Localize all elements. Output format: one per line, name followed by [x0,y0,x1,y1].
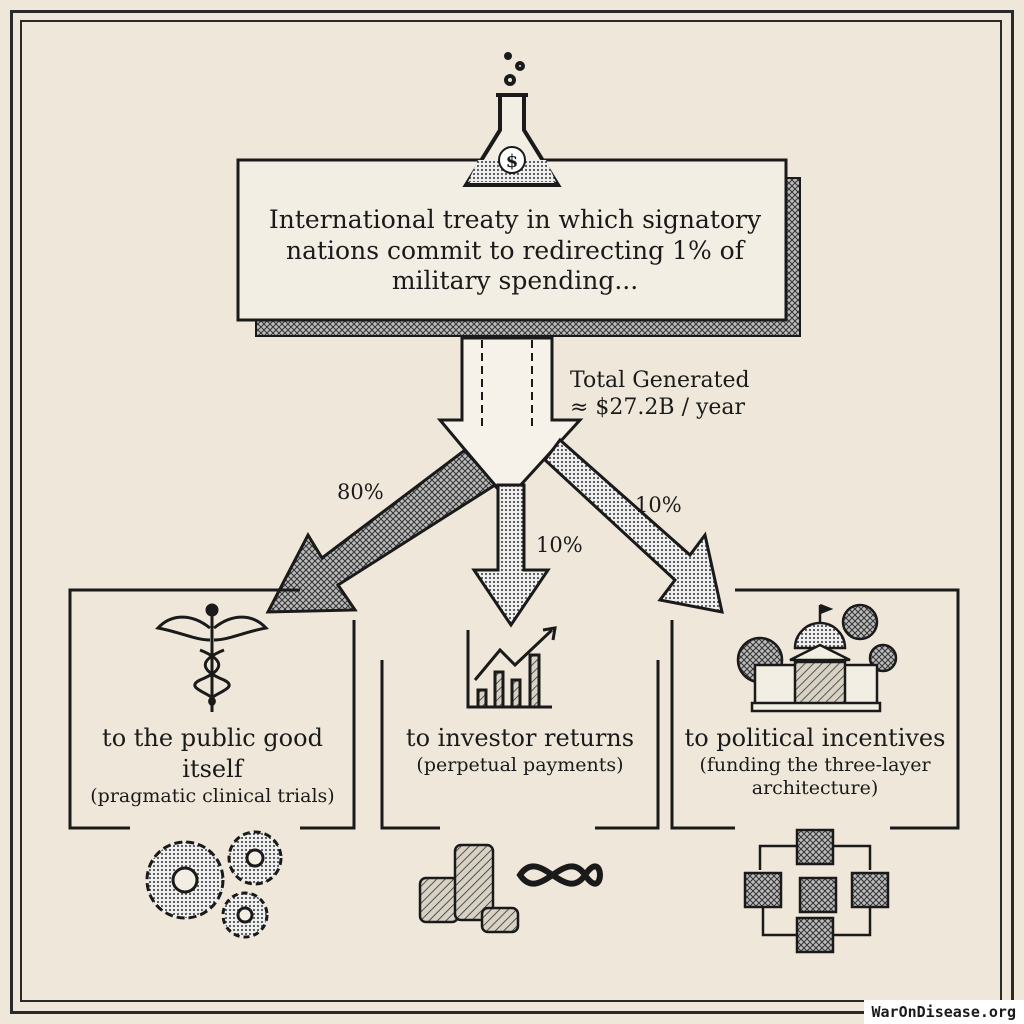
outer-border [10,10,1014,1014]
percent-label-political: 10% [635,493,682,517]
total-label: Total Generated [570,368,750,393]
total-generated: Total Generated ≈ $27.2B / year [570,368,790,422]
watermark: WarOnDisease.org [863,1000,1024,1024]
percent-label-public-good: 80% [337,480,384,504]
allocation-political-incentives: to political incentives (funding the thr… [675,723,955,801]
arrow-10-percent-right [542,437,724,614]
allocation-investor-returns: to investor returns (perpetual payments) [385,723,655,777]
inner-border [20,20,1002,1002]
allocation-title: to political incentives [684,724,946,752]
gears-icon [145,830,283,939]
coins-infinity-icon [418,843,603,934]
allocation-title: to investor returns [405,724,635,752]
total-value: ≈ $27.2B / year [570,394,746,420]
treaty-description: International treaty in which signatory … [268,205,762,295]
allocation-subtitle: (pragmatic clinical trials) [90,785,335,808]
allocation-title: to the public good itself [102,724,323,784]
arrow-10-percent-middle [471,483,551,628]
allocation-subtitle: (perpetual payments) [416,754,624,777]
allocation-boxes [68,588,960,830]
caduceus-icon [155,603,269,712]
arrow-80-percent [265,447,498,614]
capitol-building-icon [736,603,898,713]
allocation-subtitle: (funding the three-layer architecture) [699,754,931,800]
flask-dollar-icon: $ [462,52,562,187]
percent-label-investor: 10% [536,533,583,557]
network-cubes-icon [743,828,890,954]
growth-chart-icon [466,626,557,709]
allocation-public-good: to the public good itself (pragmatic cli… [75,723,350,809]
svg-text:$: $ [506,151,519,172]
